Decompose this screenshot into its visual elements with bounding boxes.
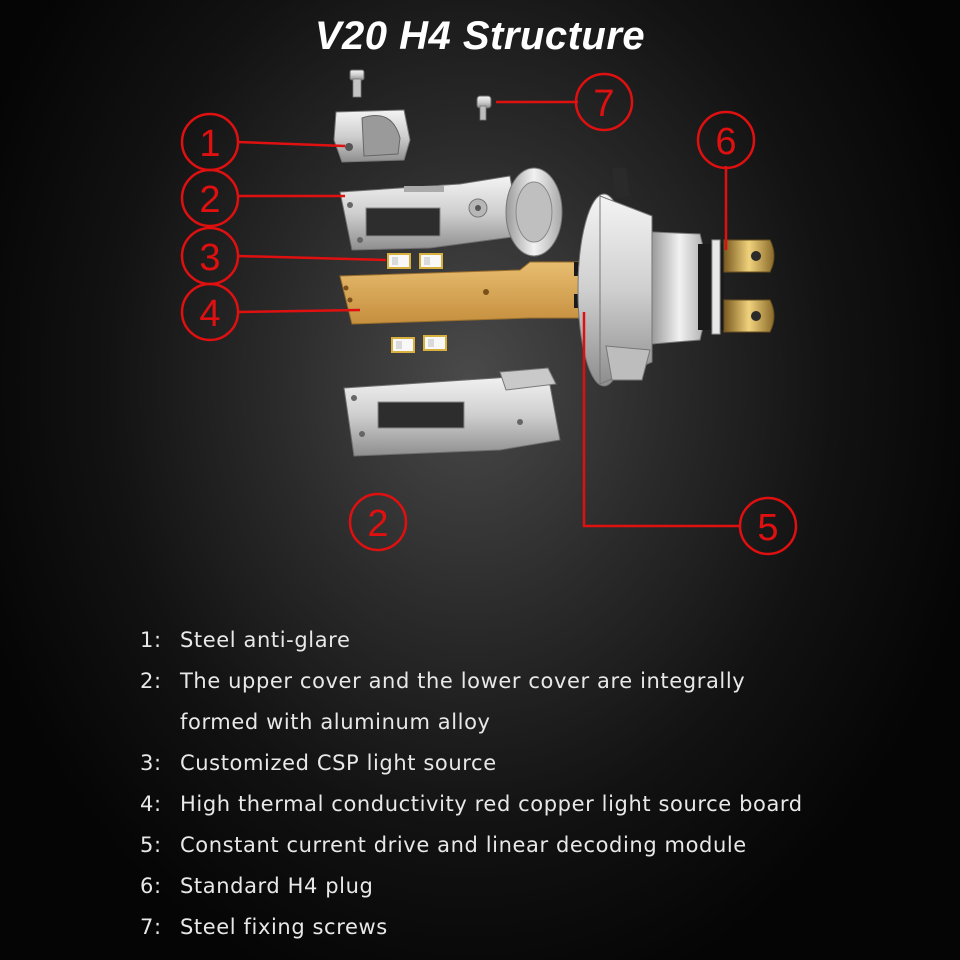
steel-fixing-screw xyxy=(476,95,492,121)
callout-4: 4 xyxy=(180,282,240,342)
legend-number: 6: xyxy=(140,874,162,898)
legend-text: Constant current drive and linear decodi… xyxy=(180,833,747,857)
legend-item: 4: High thermal conductivity red copper l… xyxy=(140,784,940,825)
callout-1: 1 xyxy=(180,112,240,172)
steel-anti-glare-part xyxy=(333,109,411,163)
legend-item: 1: Steel anti-glare xyxy=(140,620,940,661)
copper-light-source-board xyxy=(339,261,598,325)
legend-item: 2: The upper cover and the lower cover ar… xyxy=(140,661,940,702)
legend-item: formed with aluminum alloy xyxy=(140,702,940,743)
svg-text:5: 5 xyxy=(757,507,778,549)
callout-2-lower: 2 xyxy=(348,492,408,552)
legend-text: The upper cover and the lower cover are … xyxy=(180,669,746,693)
callout-7: 7 xyxy=(574,72,634,132)
legend-text: formed with aluminum alloy xyxy=(180,710,491,734)
lower-cover xyxy=(343,367,561,457)
legend-number: 7: xyxy=(140,915,162,939)
legend-number: 1: xyxy=(140,628,162,652)
svg-text:2: 2 xyxy=(367,503,388,545)
csp-light-source-upper xyxy=(387,253,443,269)
legend-number: 2: xyxy=(140,669,162,693)
callout-2-upper: 2 xyxy=(180,168,240,228)
legend-number: 5: xyxy=(140,833,162,857)
legend-text: Steel fixing screws xyxy=(180,915,388,939)
legend-item: 5: Constant current drive and linear deco… xyxy=(140,825,940,866)
legend-item: 6: Standard H4 plug xyxy=(140,866,940,907)
legend-number: 3: xyxy=(140,751,162,775)
legend-text: Standard H4 plug xyxy=(180,874,374,898)
leader-lines xyxy=(237,100,740,528)
callout-6: 6 xyxy=(696,110,756,170)
parts-legend: 1: Steel anti-glare 2: The upper cover and … xyxy=(140,620,940,948)
svg-text:3: 3 xyxy=(199,237,220,279)
page-title: V20 H4 Structure xyxy=(314,14,646,58)
legend-item: 7: Steel fixing screws xyxy=(140,907,940,948)
legend-number: 4: xyxy=(140,792,162,816)
legend-number xyxy=(140,702,180,743)
legend-text: Steel anti-glare xyxy=(180,628,351,652)
svg-text:1: 1 xyxy=(199,123,220,165)
callout-5: 5 xyxy=(738,496,798,556)
standard-h4-plug xyxy=(723,239,775,333)
svg-text:4: 4 xyxy=(199,293,220,335)
svg-text:7: 7 xyxy=(593,83,614,125)
exploded-diagram: 1 2 3 4 5 6 7 2 xyxy=(180,69,798,556)
svg-text:6: 6 xyxy=(715,121,736,163)
csp-light-source-lower xyxy=(391,335,447,353)
h4-base xyxy=(577,168,724,387)
svg-text:2: 2 xyxy=(199,179,220,221)
legend-text: Customized CSP light source xyxy=(180,751,497,775)
legend-text: High thermal conductivity red copper lig… xyxy=(180,792,803,816)
upper-cover xyxy=(339,167,563,257)
legend-item: 3: Customized CSP light source xyxy=(140,743,940,784)
callout-3: 3 xyxy=(180,226,240,286)
anti-glare-screw xyxy=(349,69,365,98)
